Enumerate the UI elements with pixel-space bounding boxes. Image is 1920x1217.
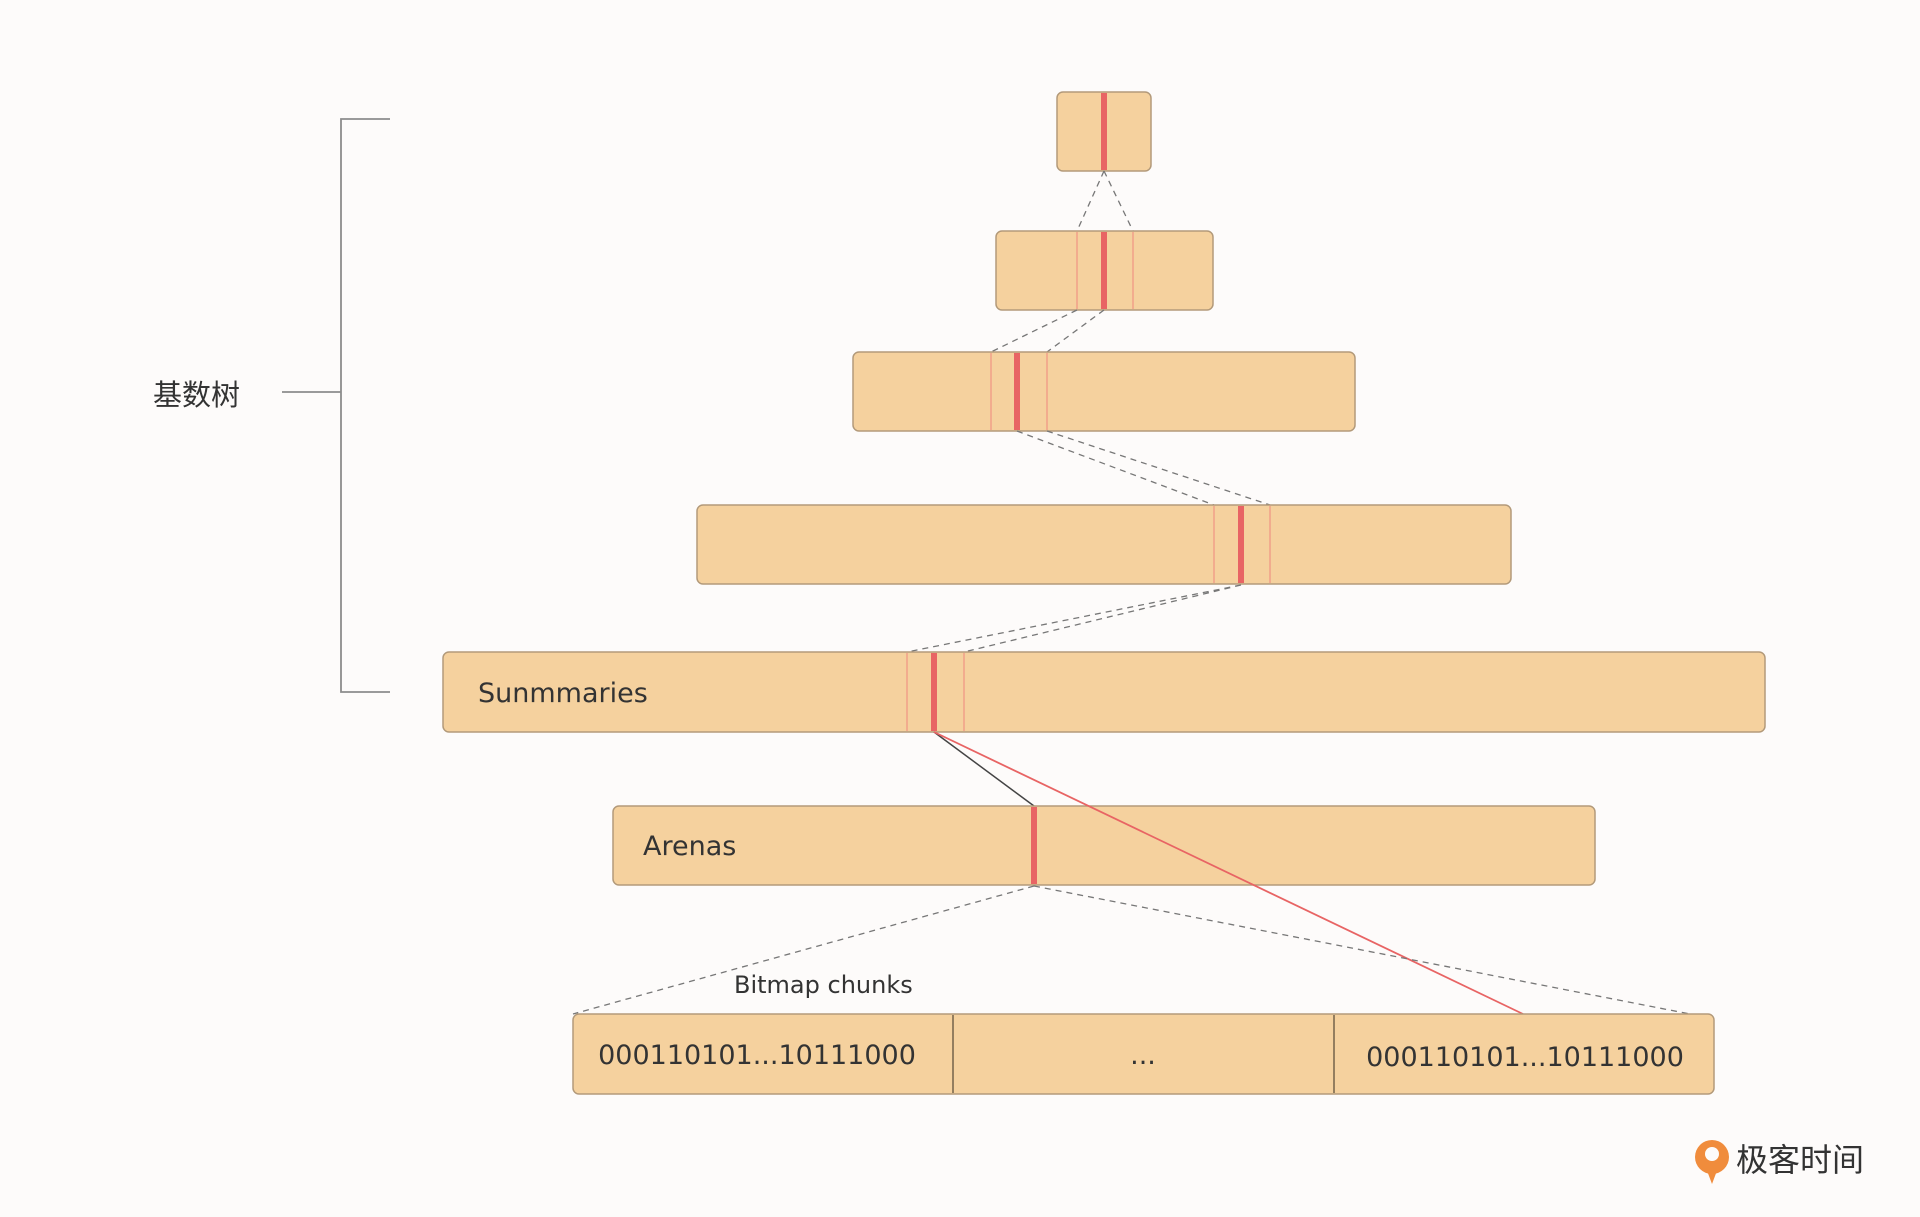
connector-2-3 [990, 309, 1105, 353]
bitmap-chunk-last: 000110101...10111000 [1366, 1042, 1684, 1073]
bitmap-chunks-box [572, 1013, 1715, 1095]
red-pointer-line [933, 731, 1524, 1015]
radix-tree-label: 基数树 [153, 378, 240, 412]
radix-level-2 [995, 230, 1214, 311]
arenas-label: Arenas [643, 831, 736, 862]
connector-3-4 [1016, 430, 1271, 506]
connector-summaries-arenas [933, 731, 1035, 807]
bitmap-chunk-1: 000110101...10111000 [598, 1040, 916, 1071]
radix-level-1 [1056, 91, 1152, 172]
brand-name: 极客时间 [1736, 1141, 1864, 1179]
connector-4-5 [906, 584, 1242, 653]
radix-level-3 [852, 351, 1356, 432]
radix-tree-bracket [282, 118, 390, 693]
connector-1-2 [1076, 170, 1134, 232]
bitmap-chunk-ellipsis: ... [1130, 1040, 1156, 1071]
summaries-box [442, 651, 1766, 733]
radix-level-4 [696, 504, 1512, 585]
arenas-box [612, 805, 1596, 886]
connector-arenas-chunks [572, 885, 1691, 1015]
summaries-label: Sunmmaries [478, 678, 648, 709]
bitmap-chunks-caption: Bitmap chunks [734, 971, 913, 999]
geektime-logo-icon [1695, 1140, 1729, 1184]
